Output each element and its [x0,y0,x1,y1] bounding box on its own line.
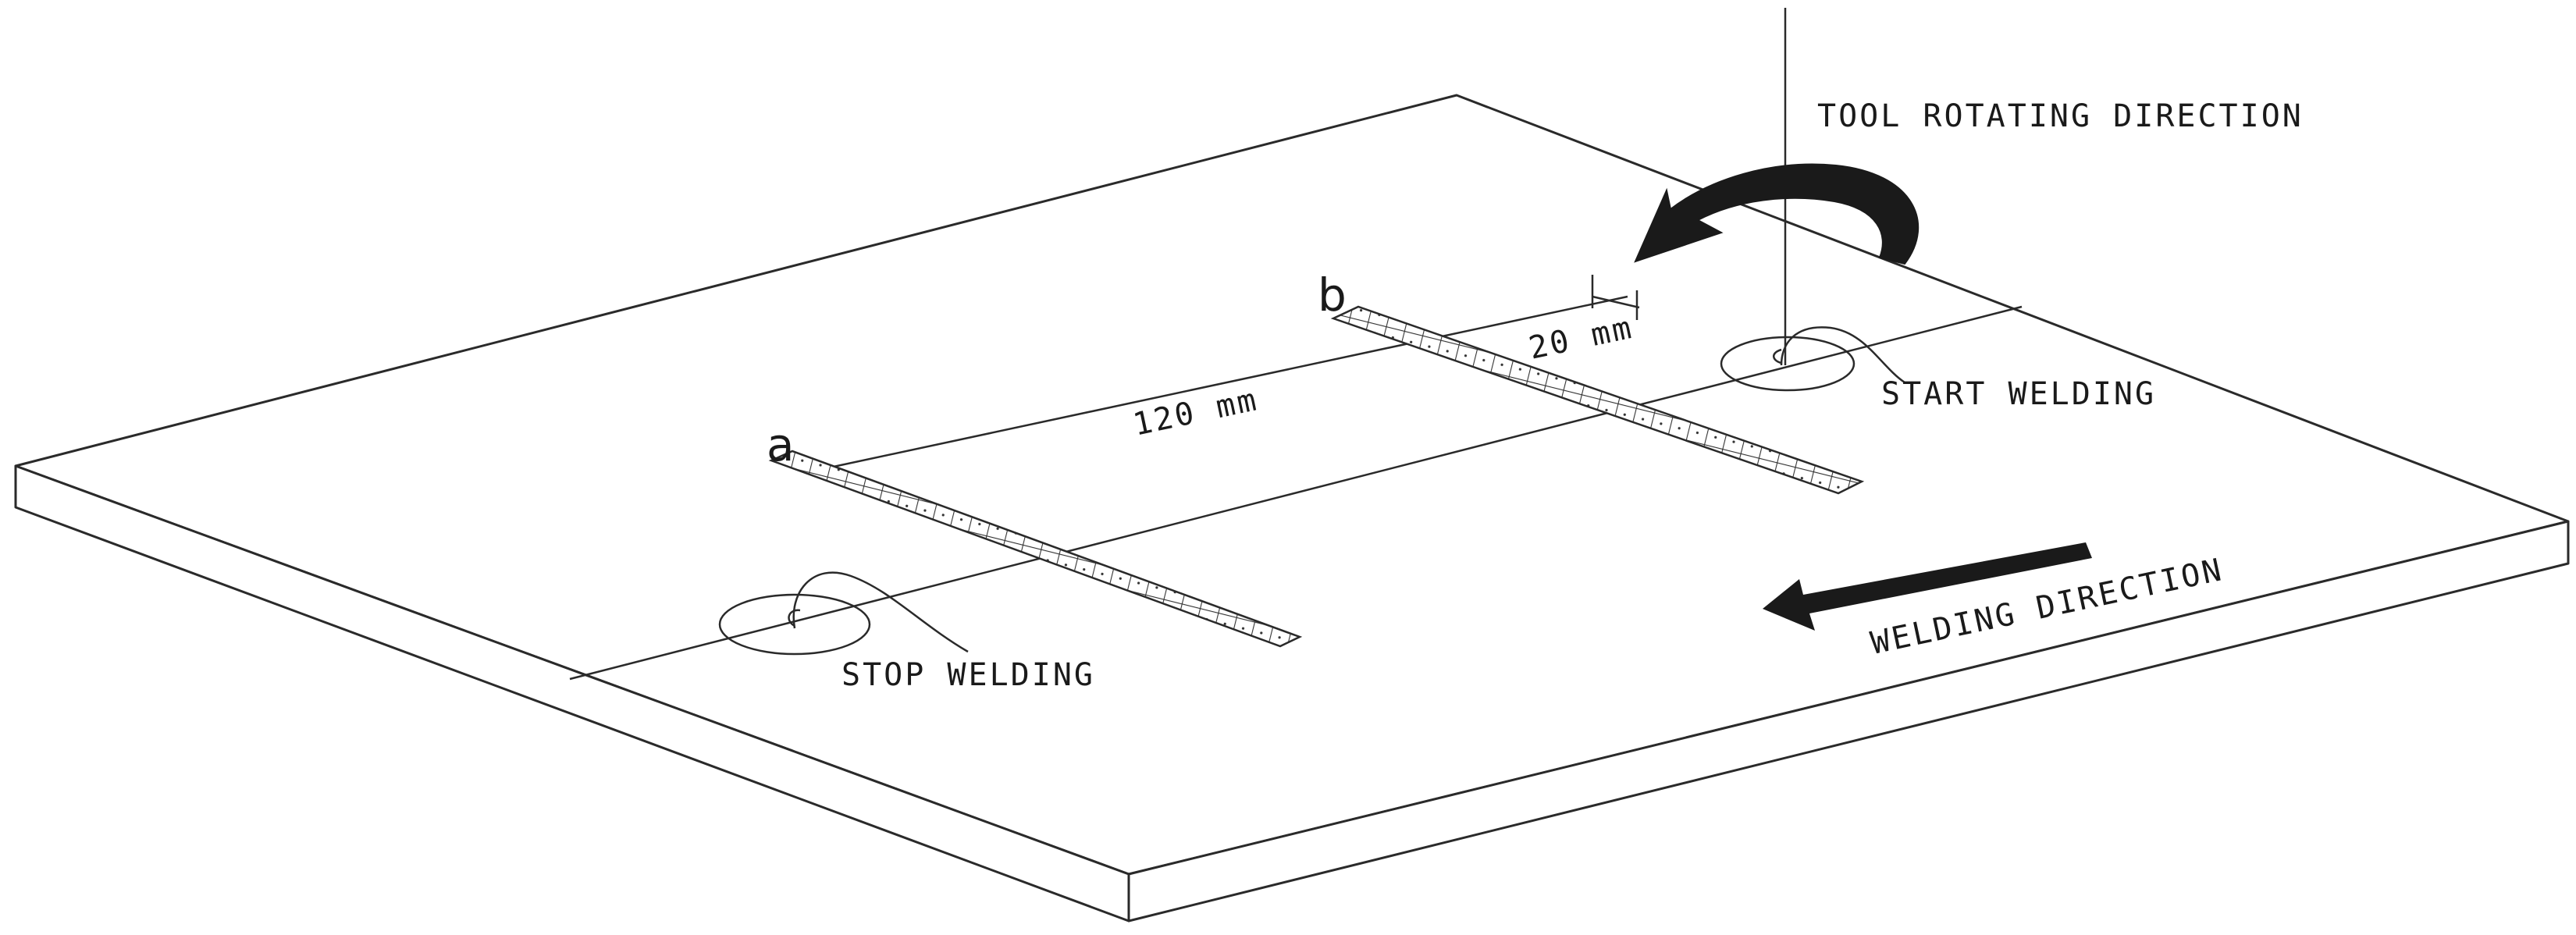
seam-line-lower [569,305,2023,681]
dimension-20mm [1591,275,1640,320]
stop-weld-leader [792,571,969,653]
section-b-strip [1330,305,1865,495]
stop-welding-point [718,571,969,656]
section-b-label: b [1318,268,1347,322]
seam-line-upper [807,295,1628,474]
start-weld-hook [1773,348,1782,364]
plate-side-face [1127,520,2570,923]
tool-rotating-direction-label: TOOL ROTATING DIRECTION [1817,98,2304,134]
dim-20mm-line [1592,295,1640,309]
stop-weld-circle [718,593,871,656]
tool-rotating-arrow [1634,163,1920,265]
start-welding-label: START WELDING [1881,376,2156,412]
weld-seam [569,295,2023,681]
section-a-strip [768,450,1303,648]
plate [14,94,2570,923]
start-weld-circle [1720,336,1856,392]
stop-welding-label: STOP WELDING [841,657,1095,693]
rotating-arrow-body [1634,163,1920,265]
stop-weld-hook [788,609,801,627]
welding-direction-arrow [1763,542,2092,631]
section-a-label: a [767,418,795,471]
plate-top-face [14,94,2570,876]
welding-direction-arrow-shape [1763,542,2092,631]
